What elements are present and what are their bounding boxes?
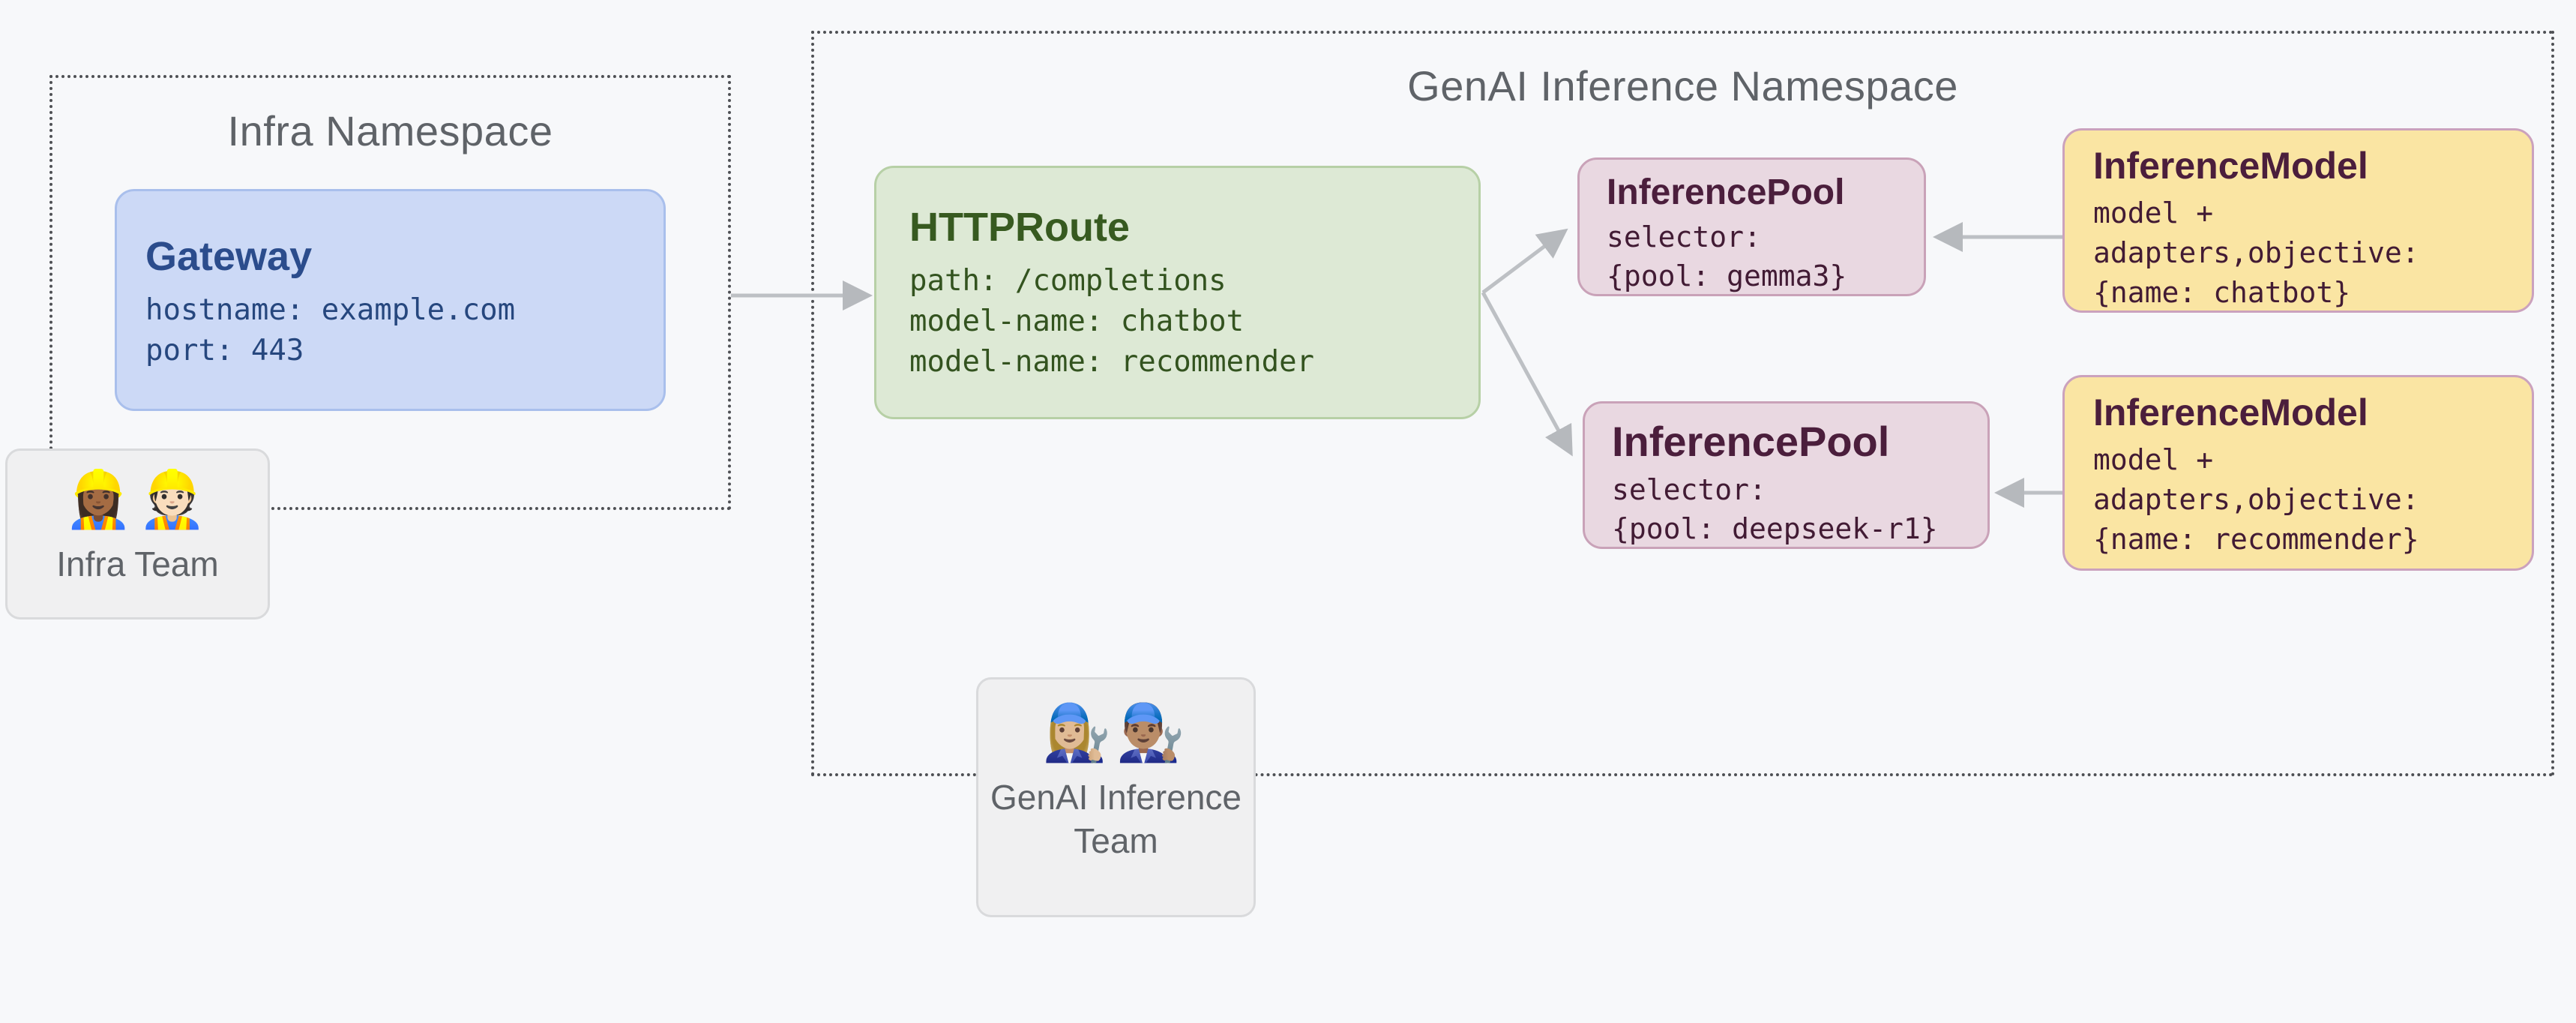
inferencemodel-recommender-line2: adapters,objective: [2093, 483, 2419, 516]
genai-inference-team-card: 👩🏼‍🔧👨🏽‍🔧 GenAI Inference Team [976, 677, 1256, 917]
httproute-title: HTTPRoute [909, 205, 1130, 250]
inferencepool-deepseek-selector: selector: [1612, 473, 1766, 506]
genai-inference-namespace-boundary [811, 31, 2554, 776]
inferencemodel-recommender-line3: {name: recommender} [2093, 523, 2419, 556]
inferencepool-deepseek-selector-value: {pool: deepseek-r1} [1612, 512, 1938, 545]
man-mechanic-emoji: 👨🏽‍🔧 [1116, 701, 1190, 764]
inferencepool-gemma3-node: InferencePool selector: {pool: gemma3} [1577, 158, 1926, 296]
woman-mechanic-emoji: 👩🏼‍🔧 [1042, 701, 1116, 764]
inferencemodel-chatbot-line2: adapters,objective: [2093, 236, 2419, 269]
httproute-model-recommender: model-name: recommender [909, 345, 1315, 379]
httproute-model-chatbot: model-name: chatbot [909, 304, 1245, 338]
genai-team-emojis: 👩🏼‍🔧👨🏽‍🔧 [978, 700, 1254, 765]
woman-construction-worker-emoji: 👷🏾‍♀️ [64, 468, 138, 530]
inferencemodel-chatbot-title: InferenceModel [2093, 145, 2368, 187]
infra-team-label: Infra Team [56, 544, 219, 584]
infra-namespace-title: Infra Namespace [227, 107, 553, 154]
gateway-node: Gateway hostname: example.com port: 443 [115, 189, 666, 411]
inferencepool-deepseek-title: InferencePool [1612, 418, 1890, 465]
inferencemodel-chatbot-line3: {name: chatbot} [2093, 276, 2351, 309]
inferencemodel-recommender-line1: model + [2093, 443, 2214, 476]
gateway-port: port: 443 [145, 334, 304, 368]
arrow-httproute-to-pool2 [1481, 291, 1573, 457]
httproute-path: path: /completions [909, 264, 1227, 298]
inferencemodel-chatbot-line1: model + [2093, 196, 2214, 230]
inferencepool-gemma3-title: InferencePool [1607, 172, 1845, 212]
infra-team-card: 👷🏾‍♀️👷🏻 Infra Team [5, 448, 270, 620]
inferencepool-gemma3-selector: selector: [1607, 220, 1761, 254]
man-construction-worker-emoji: 👷🏻 [137, 468, 211, 530]
inferencepool-deepseek-node: InferencePool selector: {pool: deepseek-… [1583, 401, 1990, 549]
inferencemodel-chatbot-node: InferenceModel model + adapters,objectiv… [2062, 128, 2534, 313]
arrow-httproute-to-pool1 [1481, 228, 1568, 294]
gateway-title: Gateway [145, 234, 313, 279]
gateway-hostname: hostname: example.com [145, 293, 516, 327]
inferencemodel-recommender-node: InferenceModel model + adapters,objectiv… [2062, 375, 2534, 571]
genai-team-label: GenAI Inference Team [990, 778, 1242, 860]
httproute-node: HTTPRoute path: /completions model-name:… [874, 166, 1481, 419]
inferencemodel-recommender-title: InferenceModel [2093, 392, 2368, 434]
genai-namespace-title: GenAI Inference Namespace [1407, 62, 1958, 110]
infra-team-emojis: 👷🏾‍♀️👷🏻 [7, 467, 268, 532]
inferencepool-gemma3-selector-value: {pool: gemma3} [1607, 260, 1847, 292]
infra-namespace-boundary [49, 75, 731, 510]
